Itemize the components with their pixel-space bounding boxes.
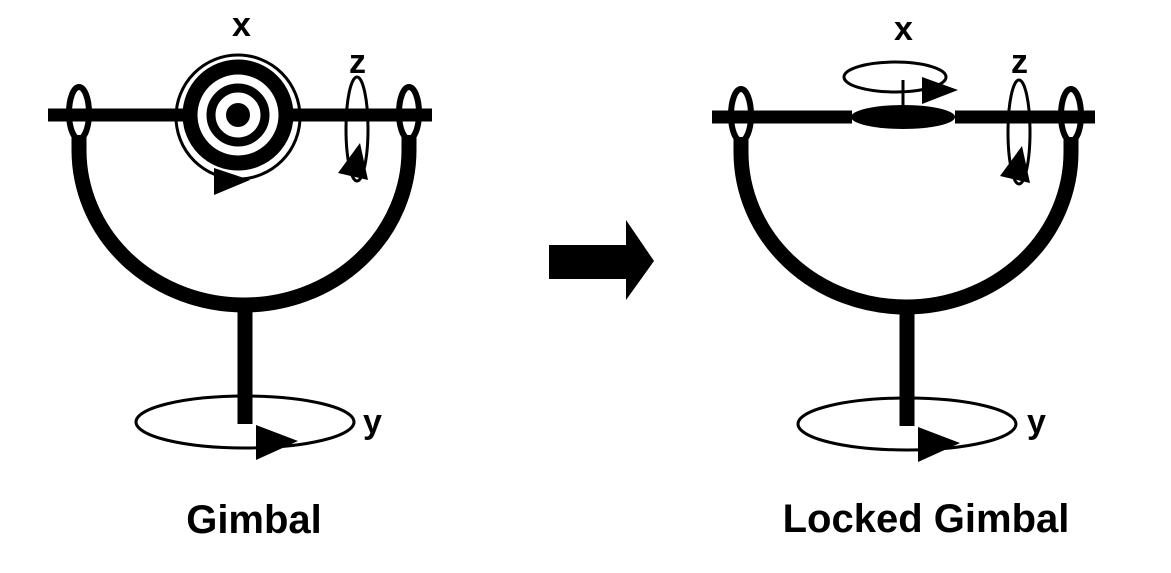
gimbal-caption: Gimbal [186,498,322,542]
gimbal-z-label: z [349,43,366,81]
gimbal-x-label: x [232,6,251,44]
gimbal-y-rotation-ring [134,394,356,450]
locked-gimbal-x-label: x [894,10,913,48]
gimbal-x-dot [226,103,250,127]
locked-gimbal-z-arrowhead-icon [1000,146,1030,183]
gimbal-z-rotation-ring [344,75,370,183]
locked-gimbal-y-rotation-ring [796,396,1018,452]
locked-gimbal-z-rotation-ring [1006,78,1032,186]
locked-gimbal-x-arrowhead-icon [922,77,958,104]
locked-gimbal-figure: x z y Locked Gimbal [712,10,1095,541]
locked-gimbal-caption: Locked Gimbal [783,497,1070,541]
gimbal-z-arrowhead-icon [338,143,368,180]
gimbal-y-arrowhead-icon [256,425,298,460]
locked-gimbal-x-disc [851,105,955,129]
right-arrow-icon [549,220,654,300]
gimbal-x-arrowhead-icon [214,168,250,195]
locked-gimbal-x-rotation-ring [842,60,948,94]
locked-gimbal-frame [733,137,1079,315]
gimbal-frame [71,135,417,313]
locked-gimbal-z-label: z [1011,43,1028,81]
gimbal-figure: x z y Gimbal [48,6,432,542]
locked-gimbal-y-label: y [1027,403,1046,441]
gimbal-y-label: y [363,403,382,441]
locked-gimbal-y-arrowhead-icon [918,427,960,462]
